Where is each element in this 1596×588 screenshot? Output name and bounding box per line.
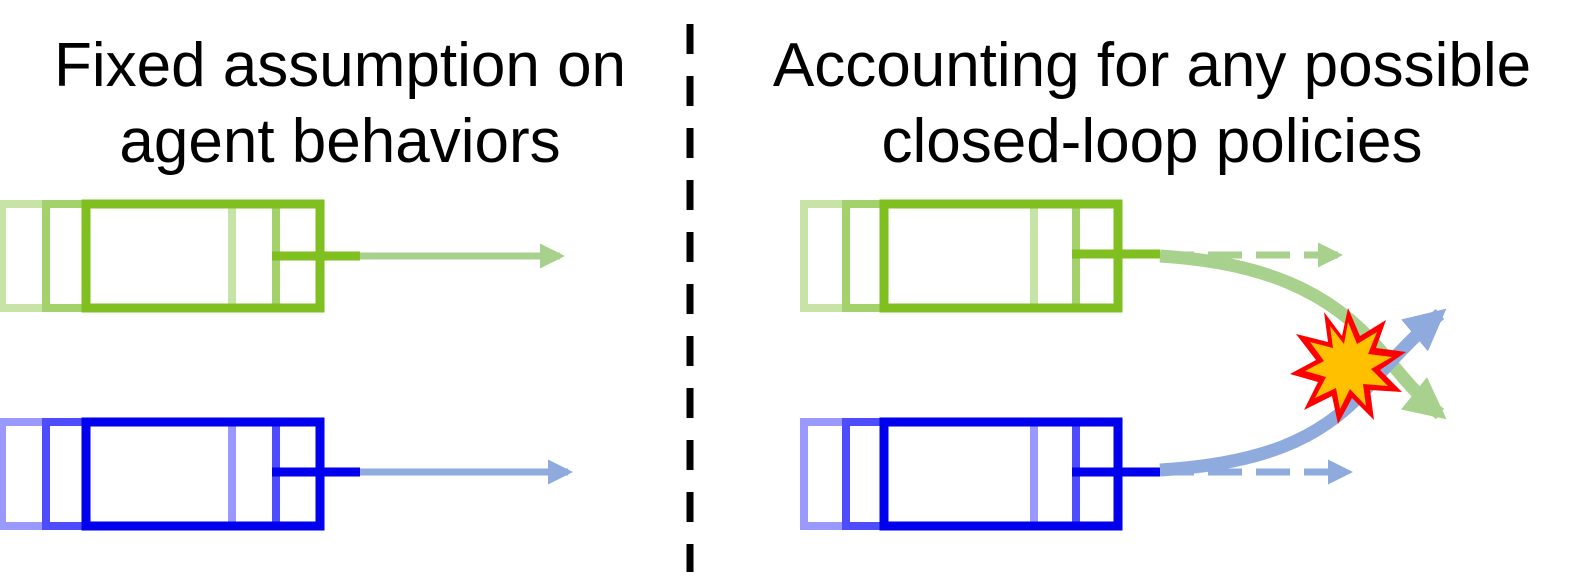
left-blue-ghost-1: [0, 418, 236, 530]
left-panel-title: Fixed assumption on agent behaviors: [0, 28, 680, 180]
right-blue-curved-arrow: [1159, 308, 1447, 477]
left-blue-agent: [0, 417, 360, 531]
right-panel-title: Accounting for any possible closed-loop …: [708, 28, 1596, 180]
explosion-icon: [1290, 308, 1406, 424]
left-green-agent: [0, 199, 360, 313]
left-green-ghost-2: [42, 200, 280, 312]
explosion-inner: [1305, 322, 1392, 409]
left-green-ghost-1: [0, 200, 236, 312]
right-blue-ghost-1: [800, 418, 1038, 530]
right-green-curved-arrow: [1159, 249, 1447, 420]
right-title-line2: closed-loop policies: [881, 107, 1423, 176]
left-blue-ghost-2: [42, 418, 280, 530]
right-title-line1: Accounting for any possible: [772, 31, 1532, 100]
left-title-line2: agent behaviors: [119, 107, 561, 176]
left-title-line1: Fixed assumption on: [53, 31, 627, 100]
right-green-agent: [800, 199, 1160, 313]
right-blue-agent: [800, 417, 1160, 531]
right-green-ghost-1: [800, 200, 1038, 312]
